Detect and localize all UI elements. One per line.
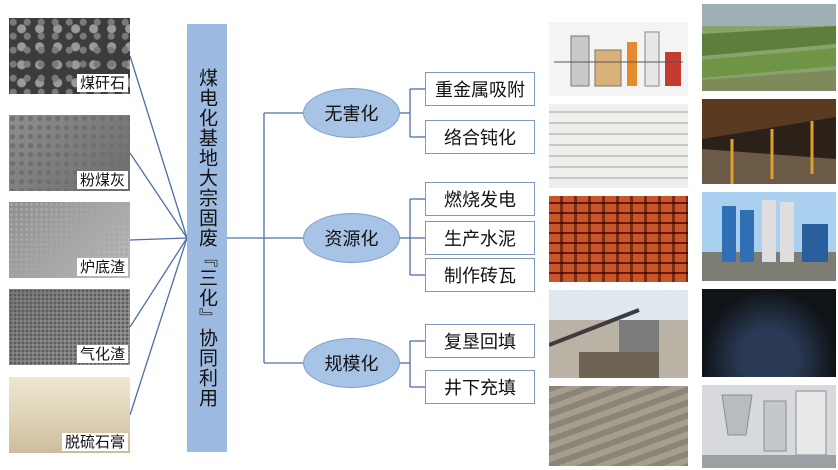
reclaimed-field-photo: [549, 386, 688, 466]
leaf-combustion-power: 燃烧发电: [425, 182, 535, 216]
leaf-brick-making: 制作砖瓦: [425, 258, 535, 292]
material-label: 粉煤灰: [76, 171, 128, 189]
underground-tunnel-photo: [702, 99, 836, 184]
crushing-plant-photo: [549, 290, 688, 378]
leaf-underground-filling: 井下充填: [425, 370, 535, 404]
leaf-cement-production: 生产水泥: [425, 221, 535, 255]
material-label: 气化渣: [76, 345, 128, 363]
processing-facility-photo: [702, 385, 836, 468]
power-plant-schematic-photo: [549, 22, 688, 96]
cement-plant-photo: [702, 192, 836, 281]
green-terraces-photo: [702, 4, 836, 91]
central-title: 煤电化基地大宗固废『三化』协同利用: [187, 24, 227, 452]
material-label: 脱硫石膏: [61, 433, 128, 451]
material-label: 炉底渣: [76, 258, 128, 276]
material-gasification-slag: 气化渣: [9, 289, 130, 365]
leaf-heavy-metal-adsorption: 重金属吸附: [425, 72, 535, 106]
material-desulfurization-gypsum: 脱硫石膏: [9, 377, 130, 453]
material-coal-gangue: 煤矸石: [9, 18, 130, 94]
mine-backfill-photo: [702, 289, 836, 377]
leaf-complexation-passivation: 络合钝化: [425, 120, 535, 154]
material-fly-ash: 粉煤灰: [9, 115, 130, 191]
branch-resource: 资源化: [303, 213, 400, 263]
material-bottom-slag: 炉底渣: [9, 202, 130, 278]
branch-scale: 规模化: [303, 338, 400, 388]
material-label: 煤矸石: [76, 74, 128, 92]
hollow-bricks-photo: [549, 196, 688, 282]
branch-harmless: 无害化: [303, 88, 400, 138]
cement-bags-photo: [549, 104, 688, 188]
leaf-reclamation-backfill: 复垦回填: [425, 324, 535, 358]
